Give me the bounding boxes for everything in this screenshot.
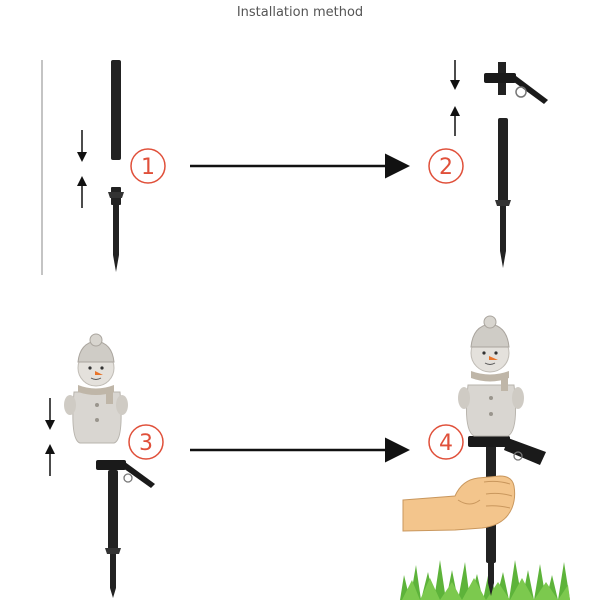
step-1-join-arrows (77, 130, 87, 208)
step-3-badge: 3 (128, 424, 164, 460)
step-2-join-arrows (450, 60, 460, 136)
step-3-join-arrows (45, 398, 55, 476)
step-3-snowman (64, 333, 128, 444)
hand-icon (402, 475, 516, 532)
grass-icon (400, 560, 570, 600)
step-4-number: 4 (439, 431, 453, 456)
step-1-number: 1 (141, 155, 155, 180)
step-1-parts (108, 60, 124, 272)
step-1-badge: 1 (130, 148, 166, 184)
stake-bottom-icon (108, 187, 124, 272)
step-2-stake (495, 118, 511, 268)
step-4-assembled-light (400, 315, 570, 600)
step-4-badge: 4 (428, 424, 464, 460)
step-2-badge: 2 (428, 148, 464, 184)
step-2-number: 2 (439, 155, 453, 180)
step-3-number: 3 (139, 431, 153, 456)
diagram-title: Installation method (236, 5, 364, 20)
snowman-figure-icon (458, 315, 524, 437)
snowman-figure-icon (64, 333, 128, 444)
solar-panel-icon (484, 62, 548, 104)
stake-top-icon (111, 60, 121, 160)
step-3-stake-with-panel (96, 460, 155, 598)
